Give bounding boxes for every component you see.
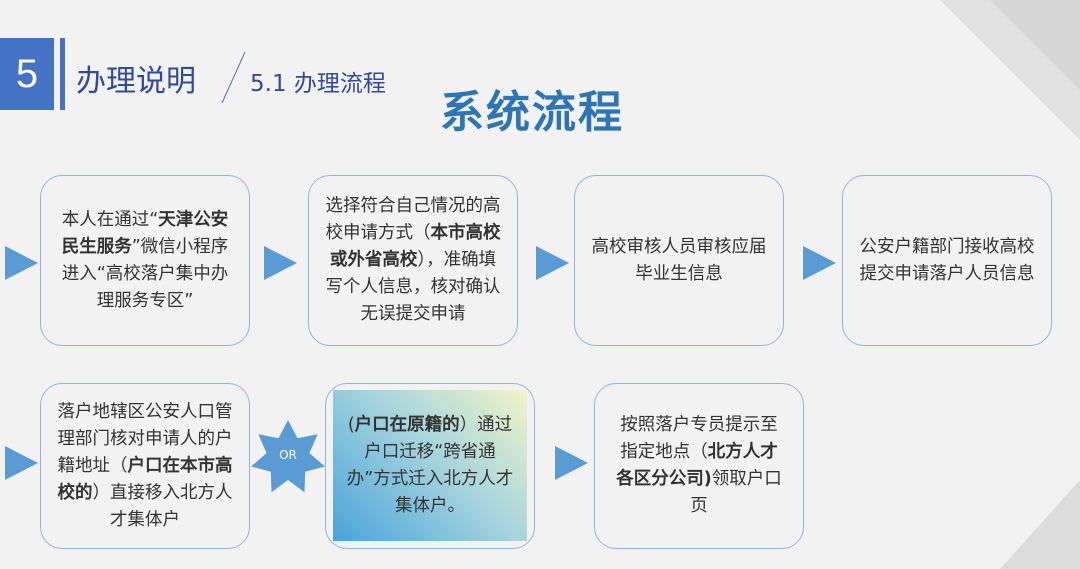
arrow-right-icon (5, 446, 38, 480)
corner-decoration (940, 0, 1080, 569)
step-text-segment: 高校审核人员审核应届毕业生信息 (591, 236, 767, 284)
section-number: 5 (0, 38, 54, 110)
subsection-title: 5.1 办理流程 (250, 71, 386, 97)
step-text-segment: 按照落户专员提示至指定地点（ (620, 415, 778, 462)
step-box: 落户地辖区公安人口管理部门核对申请人的户籍地址（户口在本市高校的）直接移入北方人… (40, 383, 250, 549)
step-text-segment: ）通过户口迁移“跨省通办”方式迁入北方人才集体户。 (346, 415, 514, 516)
step-box: 公安户籍部门接收高校提交申请落户人员信息 (842, 175, 1052, 346)
step-box: (户口在原籍的）通过户口迁移“跨省通办”方式迁入北方人才集体户。 (325, 383, 535, 549)
step-text-segment: ），准确填写个人信息，核对确认无误提交申请 (325, 250, 501, 324)
section-title: 办理说明 (76, 64, 196, 99)
or-label: OR (279, 448, 297, 462)
step-text-segment: 公安户籍部门接收高校提交申请落户人员信息 (859, 236, 1035, 284)
slash-divider (221, 51, 246, 104)
step-text-segment: 落户地辖区公安人口管理部门核对申请人的户籍地址（ (57, 401, 233, 476)
step-text-bold: 天津公安民生服务 (61, 209, 229, 257)
step-text-segment: 领取户口页 (690, 469, 782, 516)
step-text-segment: ）直接移入北方人才集体户 (92, 482, 233, 530)
step-text-bold: 户口在本市高校的 (57, 455, 233, 503)
step-text: 本人在通过“天津公安民生服务”微信小程序进入“高校落户集中办理服务专区” (55, 207, 235, 315)
step-box: 本人在通过“天津公安民生服务”微信小程序进入“高校落户集中办理服务专区” (40, 175, 250, 346)
step-text-bold: 户口在原籍的 (354, 415, 460, 435)
step-text-segment: ( (347, 415, 355, 435)
step-text-bold: 北方人才各区分公司) (616, 442, 778, 489)
step-box: 选择符合自己情况的高校申请方式（本市高校或外省高校），准确填写个人信息，核对确认… (308, 175, 518, 346)
step-text-segment: ”微信小程序进入“高校落户集中办理服务专区” (61, 236, 229, 311)
step-text-bold: 本市高校或外省高校 (329, 223, 501, 270)
step-text: 落户地辖区公安人口管理部门核对申请人的户籍地址（户口在本市高校的）直接移入北方人… (55, 399, 235, 534)
step-text-segment: 本人在通过“ (61, 209, 159, 230)
arrow-right-icon (803, 246, 836, 280)
step-text: 选择符合自己情况的高校申请方式（本市高校或外省高校），准确填写个人信息，核对确认… (323, 193, 503, 328)
divider-bar (60, 38, 65, 110)
step-box: 高校审核人员审核应届毕业生信息 (574, 175, 784, 346)
highlight-gradient (333, 390, 527, 541)
arrow-right-icon (264, 246, 297, 280)
step-text: 按照落户专员提示至指定地点（北方人才各区分公司)领取户口页 (613, 412, 785, 520)
step-text-segment: 选择符合自己情况的高校申请方式（ (325, 196, 501, 243)
page-title: 系统流程 (440, 87, 624, 138)
step-text: (户口在原籍的）通过户口迁移“跨省通办”方式迁入北方人才集体户。 (346, 412, 514, 520)
step-text: 高校审核人员审核应届毕业生信息 (589, 234, 769, 288)
arrow-right-icon (536, 246, 569, 280)
star-icon (251, 420, 325, 493)
arrow-right-icon (555, 446, 588, 480)
arrow-right-icon (5, 246, 38, 280)
step-text: 公安户籍部门接收高校提交申请落户人员信息 (857, 234, 1037, 288)
step-box: 按照落户专员提示至指定地点（北方人才各区分公司)领取户口页 (594, 383, 804, 549)
